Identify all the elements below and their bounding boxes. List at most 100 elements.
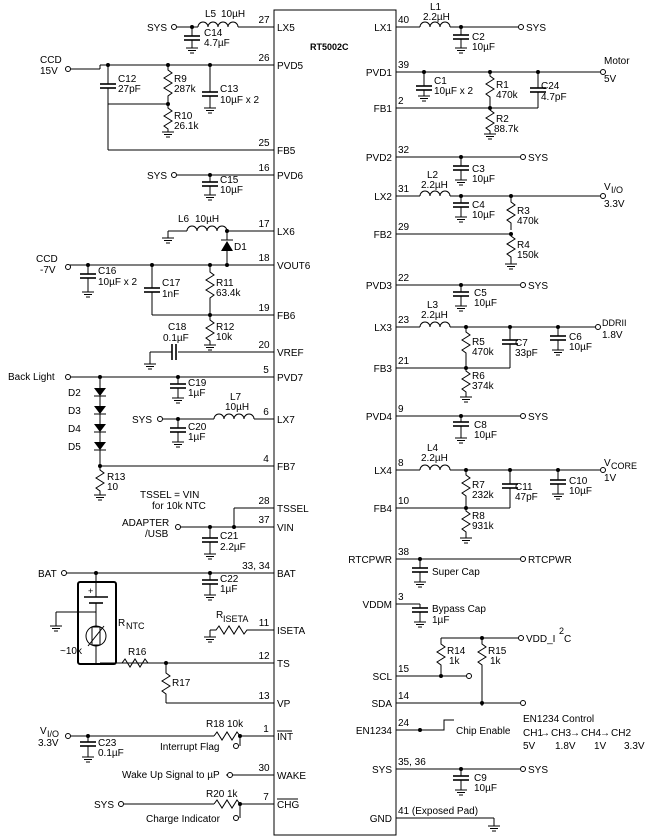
pin-name: LX3: [374, 323, 392, 334]
bypass-cap-label: Bypass Cap: [432, 604, 486, 615]
resistor-r4: [506, 234, 516, 264]
wakeup-label: Wake Up Signal to µP: [122, 770, 220, 781]
pin-number: 14: [398, 691, 410, 702]
en-ch4: CH4: [581, 728, 601, 739]
resistor-r14: [436, 638, 446, 676]
net-label-sys: SYS: [528, 412, 548, 423]
r18-ref: R18: [206, 719, 225, 730]
c11-value: 47pF: [515, 492, 538, 503]
pin-number: 7: [263, 792, 269, 803]
sys-pin-section: C9 10µF SYS: [453, 765, 548, 796]
vio-right-sub: I/O: [611, 185, 623, 195]
pin-number: 12: [258, 651, 270, 662]
lx4-section: L4 2.2µH R7 232k R8 931k C11 47pF C10 10…: [419, 443, 637, 544]
r1-ref: R1: [496, 80, 509, 91]
c1-ref: C1: [434, 76, 447, 87]
pin-number: 17: [258, 219, 270, 230]
vdd-i2c-label: VDD_I: [526, 634, 555, 645]
arrow-icon: →: [600, 728, 610, 739]
l6-ref: L6: [178, 214, 190, 225]
r1-value: 470k: [496, 90, 519, 101]
pin-name: CHG: [277, 800, 299, 811]
pin-name: FB5: [277, 146, 296, 157]
vddm-section: Bypass Cap 1µF: [412, 604, 486, 628]
pin-number: 8: [398, 458, 404, 469]
adapter-label-1: ADAPTER: [122, 518, 169, 529]
pin-name: FB6: [277, 311, 296, 322]
resistor-r16: [100, 658, 166, 668]
pin-name: GND: [370, 814, 392, 825]
c11-ref: C11: [515, 482, 533, 493]
pin-name: VREF: [277, 348, 304, 359]
c12-ref: C12: [118, 74, 137, 85]
pvd6-section: SYS C15 10µF: [147, 171, 243, 201]
l2-ref: L2: [427, 170, 439, 181]
ccdm7-label: CCD: [36, 254, 58, 265]
pin-name: FB1: [374, 104, 393, 115]
c24-ref: C24: [541, 81, 560, 92]
ddrii-label: DDRII: [602, 318, 627, 328]
r16-ref: R16: [128, 647, 147, 658]
r14-ref: R14: [447, 646, 466, 657]
d2-ref: D2: [68, 388, 81, 399]
rntc-value: ~10k: [60, 646, 83, 657]
battery-pack: + R NTC ~10k: [49, 573, 145, 665]
c13-value: 10µF x 2: [220, 95, 260, 106]
bat-label: BAT: [38, 569, 57, 580]
led-d2: [94, 388, 106, 396]
pin-name: PVD6: [277, 171, 304, 182]
l3-ref: L3: [427, 300, 439, 311]
pin-number: 9: [398, 404, 404, 415]
vio-left-v: V: [40, 726, 47, 737]
r4-value: 150k: [517, 250, 540, 261]
pin-name: INT: [277, 732, 293, 743]
pvd1-section: C1 10µF x 2 R1 470k R2 88.7k C24 4.7pF M…: [416, 56, 630, 140]
resistor-r18: [213, 731, 241, 741]
r15-value: 1k: [490, 656, 502, 667]
pin-name: RTCPWR: [348, 555, 392, 566]
c21-ref: C21: [220, 531, 239, 542]
arrow-icon: →: [540, 728, 550, 739]
pin-number: 21: [398, 356, 410, 367]
led-d4: [94, 424, 106, 432]
c18-ref: C18: [168, 322, 187, 333]
en1234-section: Chip Enable EN1234 Control CH1 → CH3 → C…: [418, 714, 645, 752]
pin-number: 41 (Exposed Pad): [398, 806, 478, 817]
chg-section: SYS R20 1k Charge Indicator: [94, 789, 242, 825]
pin-name: VP: [277, 699, 291, 710]
rntc-sub: NTC: [126, 621, 145, 631]
c9-ref: C9: [474, 773, 487, 784]
l5-ref: L5: [205, 9, 217, 20]
pin-name: FB4: [374, 504, 393, 515]
resistor-r17: [161, 663, 171, 703]
resistor-r3: [506, 196, 516, 230]
en-v1: 5V: [523, 741, 536, 752]
right-pin-numbers: 40 39 2 32 31 29 22 23 21 9 8 10 38 3 15…: [398, 15, 478, 817]
pin-number: 16: [258, 163, 270, 174]
vio-left-sub: I/O: [47, 729, 59, 739]
r8-ref: R8: [472, 511, 485, 522]
adapter-label-2: /USB: [145, 529, 169, 540]
pin-number: 33, 34: [242, 561, 270, 572]
backlight-section: Back Light D2 D3 D4 D5 R13 10 C19 1µF: [8, 372, 207, 501]
r8-value: 931k: [472, 521, 495, 532]
lx5-section: SYS L5 10µH C14 4.7µF: [147, 9, 254, 54]
super-cap-label: Super Cap: [432, 567, 480, 578]
pin-number: 19: [258, 303, 270, 314]
led-d5: [94, 442, 106, 450]
c20-value: 1µF: [188, 432, 205, 443]
pin-name: LX1: [374, 23, 392, 34]
l7-ref: L7: [230, 392, 242, 403]
c12-value: 27pF: [118, 84, 141, 95]
resistor-r1: [485, 72, 495, 108]
pin-name: PVD5: [277, 61, 304, 72]
pin-number: 30: [258, 763, 270, 774]
vdd-i2c-sup: 2: [559, 626, 564, 636]
net-label-sys: SYS: [147, 171, 167, 182]
r5-value: 470k: [472, 347, 495, 358]
net-label-sys: SYS: [132, 415, 152, 426]
c2-value: 10µF: [472, 42, 495, 53]
l1-value: 2.2µH: [423, 12, 450, 23]
pin-number: 10: [398, 496, 410, 507]
motor-label: Motor: [604, 56, 630, 67]
